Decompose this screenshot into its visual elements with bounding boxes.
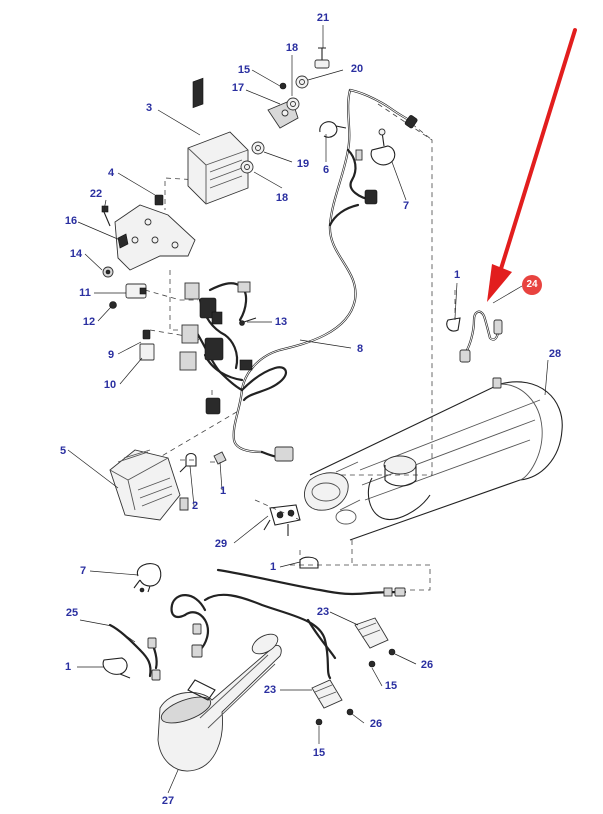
callout-label: 27 [161, 795, 175, 807]
callout-label: 18 [285, 42, 299, 54]
callout-label: 23 [316, 606, 330, 618]
parts-2-1-mid [179, 451, 227, 473]
callout-label: 15 [237, 64, 251, 76]
nox-sensor-modules-23 [311, 617, 396, 726]
fasteners-top [240, 47, 330, 174]
callout-label: 21 [316, 12, 330, 24]
exhaust-pipe-27 [157, 633, 282, 772]
clamp-7-top [370, 128, 396, 166]
module-5 [109, 449, 189, 521]
callout-label: 19 [296, 158, 310, 170]
callout-label: 9 [107, 349, 115, 361]
callout-label: 7 [79, 565, 87, 577]
wiring-harness-8 [193, 88, 414, 459]
lower-harness [102, 556, 407, 681]
clip-6 [319, 121, 347, 138]
callout-label: 26 [369, 718, 383, 730]
small-parts-11-12-9-10-13 [109, 283, 257, 361]
callout-label: 13 [274, 316, 288, 328]
callout-label: 11 [79, 287, 91, 299]
callout-label: 18 [275, 192, 289, 204]
highlight-badge: 24 [522, 275, 542, 295]
callout-label: 15 [312, 747, 326, 759]
sensor-29 [263, 504, 301, 536]
callout-label: 1 [219, 485, 227, 497]
callout-label: 23 [263, 684, 277, 696]
leader-lines [67, 25, 549, 794]
mounting-bracket-16 [101, 194, 196, 278]
callout-label: 4 [107, 167, 115, 179]
callout-label: 12 [82, 316, 96, 328]
callout-label: 29 [214, 538, 228, 550]
control-unit-3 [187, 77, 299, 205]
callout-label: 20 [350, 63, 364, 75]
callout-label: 5 [59, 445, 67, 457]
sensor-24 [446, 310, 503, 363]
callout-label: 3 [145, 102, 153, 114]
def-tank-28 [303, 377, 563, 541]
callout-label: 16 [64, 215, 78, 227]
callout-label: 2 [191, 500, 199, 512]
callout-label: 1 [453, 269, 461, 281]
callout-label: 15 [384, 680, 398, 692]
callout-label: 17 [231, 82, 245, 94]
harness-connectors [179, 115, 418, 462]
callout-label: 28 [548, 348, 562, 360]
callout-label: 1 [64, 661, 72, 673]
callout-label: 26 [420, 659, 434, 671]
callout-label: 8 [356, 343, 364, 355]
callout-label: 1 [269, 561, 277, 573]
red-arrow [487, 28, 577, 302]
callout-label: 6 [322, 164, 330, 176]
callout-label: 14 [69, 248, 83, 260]
callout-label: 7 [402, 200, 410, 212]
callout-label: 22 [89, 188, 103, 200]
callout-label: 25 [65, 607, 79, 619]
callout-label: 10 [103, 379, 117, 391]
